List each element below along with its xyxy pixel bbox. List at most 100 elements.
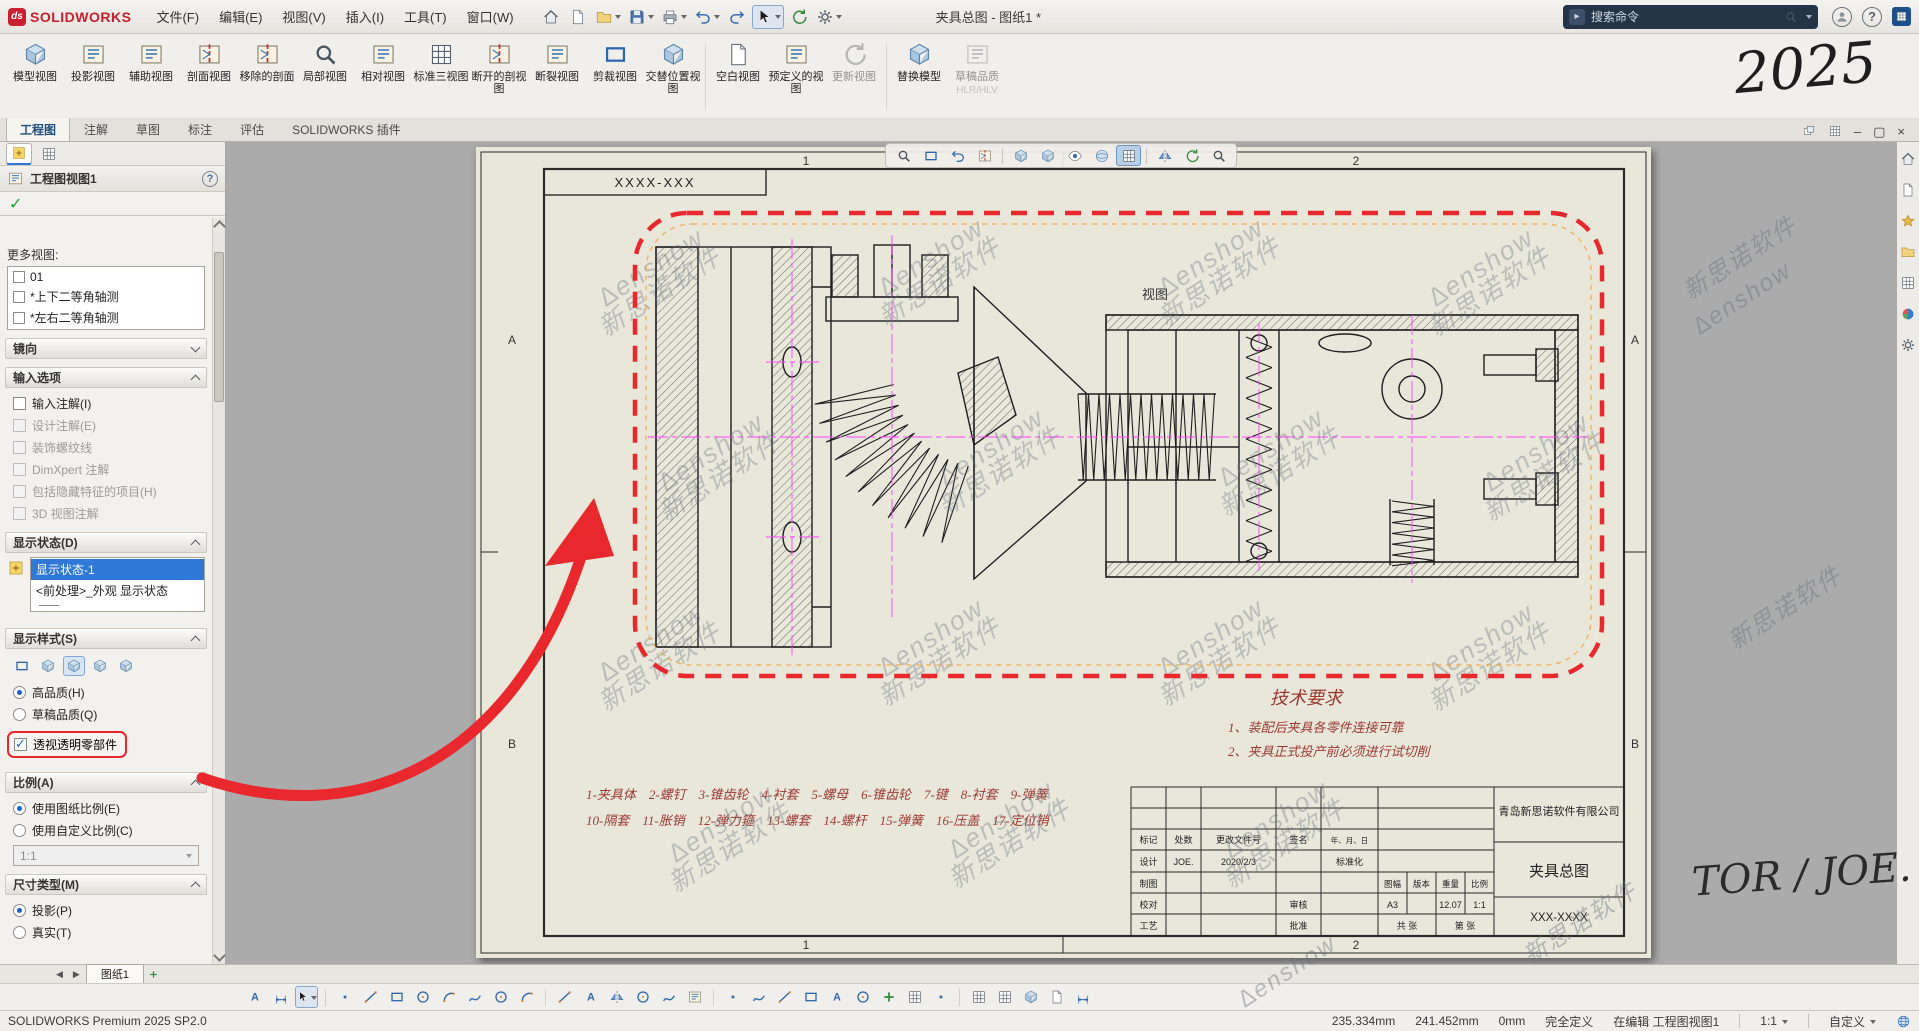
hidden-lines-removed-button[interactable] — [63, 656, 85, 676]
arc-tool[interactable] — [437, 986, 460, 1008]
balloon-tool[interactable] — [721, 986, 744, 1008]
radio[interactable] — [13, 686, 26, 699]
radio[interactable] — [13, 926, 26, 939]
graphics-area[interactable]: 1 2 1 2 A B A B XXXX-XXX — [226, 142, 1896, 964]
pm-ok-button[interactable]: ✓ — [0, 192, 225, 216]
tab-evaluate[interactable]: 评估 — [226, 116, 278, 141]
checkbox[interactable] — [13, 397, 26, 410]
point-tool[interactable] — [333, 986, 356, 1008]
ribbon-button-auxiliary-view[interactable]: 辅助视图 — [122, 36, 180, 118]
datum-feature-tool[interactable] — [825, 986, 848, 1008]
drawing-sheet[interactable]: 1 2 1 2 A B A B XXXX-XXX — [476, 147, 1651, 958]
trim-entities-tool[interactable] — [657, 986, 680, 1008]
measure-tool[interactable] — [1071, 986, 1094, 1008]
ribbon-button-replace-model[interactable]: 替换模型 — [890, 36, 948, 118]
radio-true-dims[interactable]: 真实(T) — [5, 921, 207, 943]
radio-use-custom-scale[interactable]: 使用自定义比例(C) — [5, 819, 207, 841]
weld-symbol-tool[interactable] — [773, 986, 796, 1008]
taskpane-resources-button[interactable] — [1899, 181, 1917, 199]
help-button[interactable]: ? — [1862, 7, 1882, 27]
new-doc-button[interactable] — [566, 5, 590, 29]
surface-finish-tool[interactable] — [747, 986, 770, 1008]
scroll-down-icon[interactable] — [213, 949, 226, 962]
revision-symbol-tool[interactable] — [929, 986, 952, 1008]
radio[interactable] — [13, 708, 26, 721]
view-settings-button[interactable] — [1116, 145, 1141, 166]
ribbon-button-predefined-view[interactable]: 预定义的视图 — [767, 36, 825, 118]
radio-high-quality[interactable]: 高品质(H) — [5, 681, 207, 703]
radio[interactable] — [13, 904, 26, 917]
group-header-dimension-type[interactable]: 尺寸类型(M) — [5, 874, 207, 895]
table-tool[interactable] — [967, 986, 990, 1008]
menu-window[interactable]: 窗口(W) — [458, 3, 523, 30]
ribbon-button-relative-view[interactable]: 相对视图 — [354, 36, 412, 118]
checkbox[interactable] — [13, 271, 25, 283]
tab-markup[interactable]: 标注 — [174, 116, 226, 141]
tab-drawing[interactable]: 工程图 — [6, 116, 70, 141]
convert-entities-tool[interactable] — [683, 986, 706, 1008]
search-scope-icon[interactable]: ▸ — [1569, 9, 1585, 25]
ribbon-button-standard-3-view[interactable]: 标准三视图 — [412, 36, 470, 118]
command-search[interactable]: ▸ 搜索命令 — [1563, 5, 1818, 29]
print-button[interactable] — [659, 5, 689, 29]
save-button[interactable] — [626, 5, 656, 29]
fillet-tool[interactable] — [515, 986, 538, 1008]
user-button[interactable] — [1832, 7, 1852, 27]
ribbon-button-broken-out-section[interactable]: 断开的剖视图 — [470, 36, 528, 118]
dxf-tool[interactable] — [1045, 986, 1068, 1008]
tab-annotation[interactable]: 注解 — [70, 116, 122, 141]
corner-rectangle-tool[interactable] — [385, 986, 408, 1008]
ellipse-tool[interactable] — [489, 986, 512, 1008]
taskpane-home-button[interactable] — [1899, 150, 1917, 168]
home-button[interactable] — [539, 5, 563, 29]
taskpane-file-explorer-button[interactable] — [1899, 243, 1917, 261]
hidden-lines-visible-button[interactable] — [37, 656, 59, 676]
menu-insert[interactable]: 插入(I) — [337, 3, 393, 30]
mirror-entities-tool[interactable] — [605, 986, 628, 1008]
checkbox-import-annotations[interactable]: 输入注解(I) — [5, 392, 207, 414]
list-item-selected[interactable]: 显示状态-1 — [31, 559, 204, 580]
radio-draft-quality[interactable]: 草稿品质(Q) — [5, 703, 207, 725]
center-mark-tool[interactable] — [877, 986, 900, 1008]
text-tool[interactable] — [579, 986, 602, 1008]
bom-table-tool[interactable] — [993, 986, 1016, 1008]
shaded-with-edges-button[interactable] — [89, 656, 111, 676]
pan-button[interactable] — [1152, 145, 1177, 166]
ribbon-button-crop-view[interactable]: 剪裁视图 — [586, 36, 644, 118]
sheet-tab-active[interactable]: 图纸1 — [86, 964, 144, 984]
pm-help-icon[interactable]: ? — [202, 171, 218, 187]
group-header-orientation[interactable]: 镜向 — [5, 338, 207, 359]
checkbox[interactable] — [13, 291, 25, 303]
wireframe-style-button[interactable] — [11, 656, 33, 676]
group-header-display-style[interactable]: 显示样式(S) — [5, 628, 207, 649]
taskpane-view-palette-button[interactable] — [1899, 274, 1917, 292]
menu-file[interactable]: 文件(F) — [147, 3, 208, 30]
radio[interactable] — [13, 824, 26, 837]
radio-use-sheet-scale[interactable]: 使用图纸比例(E) — [5, 797, 207, 819]
checkbox[interactable] — [13, 312, 25, 324]
taskpane-appearances-button[interactable] — [1899, 305, 1917, 323]
group-header-scale[interactable]: 比例(A) — [5, 772, 207, 793]
block-tool[interactable] — [1019, 986, 1042, 1008]
ribbon-button-empty-view[interactable]: 空白视图 — [709, 36, 767, 118]
magnifier-button[interactable] — [1206, 145, 1231, 166]
close-window-icon[interactable]: × — [1897, 125, 1905, 138]
group-header-import-options[interactable]: 输入选项 — [5, 367, 207, 388]
ribbon-button-alternate-position[interactable]: 交替位置视图 — [644, 36, 702, 118]
rebuild-button[interactable] — [787, 5, 811, 29]
previous-view-button[interactable] — [945, 145, 970, 166]
ribbon-button-removed-section[interactable]: 移除的剖面 — [238, 36, 296, 118]
list-item[interactable]: <前处理>_外观 显示状态 — [31, 580, 204, 601]
tab-sketch[interactable]: 草图 — [122, 116, 174, 141]
search-caret-icon[interactable] — [1806, 15, 1812, 22]
more-views-list[interactable]: 01 *上下二等角轴测 *左右二等角轴测 — [7, 266, 205, 330]
scroll-up-icon[interactable] — [213, 220, 226, 233]
pm-scroll-thumb[interactable] — [214, 252, 224, 402]
list-item[interactable]: *上下二等角轴测 — [8, 286, 204, 307]
ribbon-button-break-view[interactable]: 断裂视图 — [528, 36, 586, 118]
search-input[interactable]: 搜索命令 — [1591, 8, 1778, 25]
undo-button[interactable] — [692, 5, 722, 29]
offset-entities-tool[interactable] — [631, 986, 654, 1008]
tile-windows-icon[interactable] — [1828, 124, 1842, 138]
select-tool-button[interactable] — [752, 5, 784, 29]
